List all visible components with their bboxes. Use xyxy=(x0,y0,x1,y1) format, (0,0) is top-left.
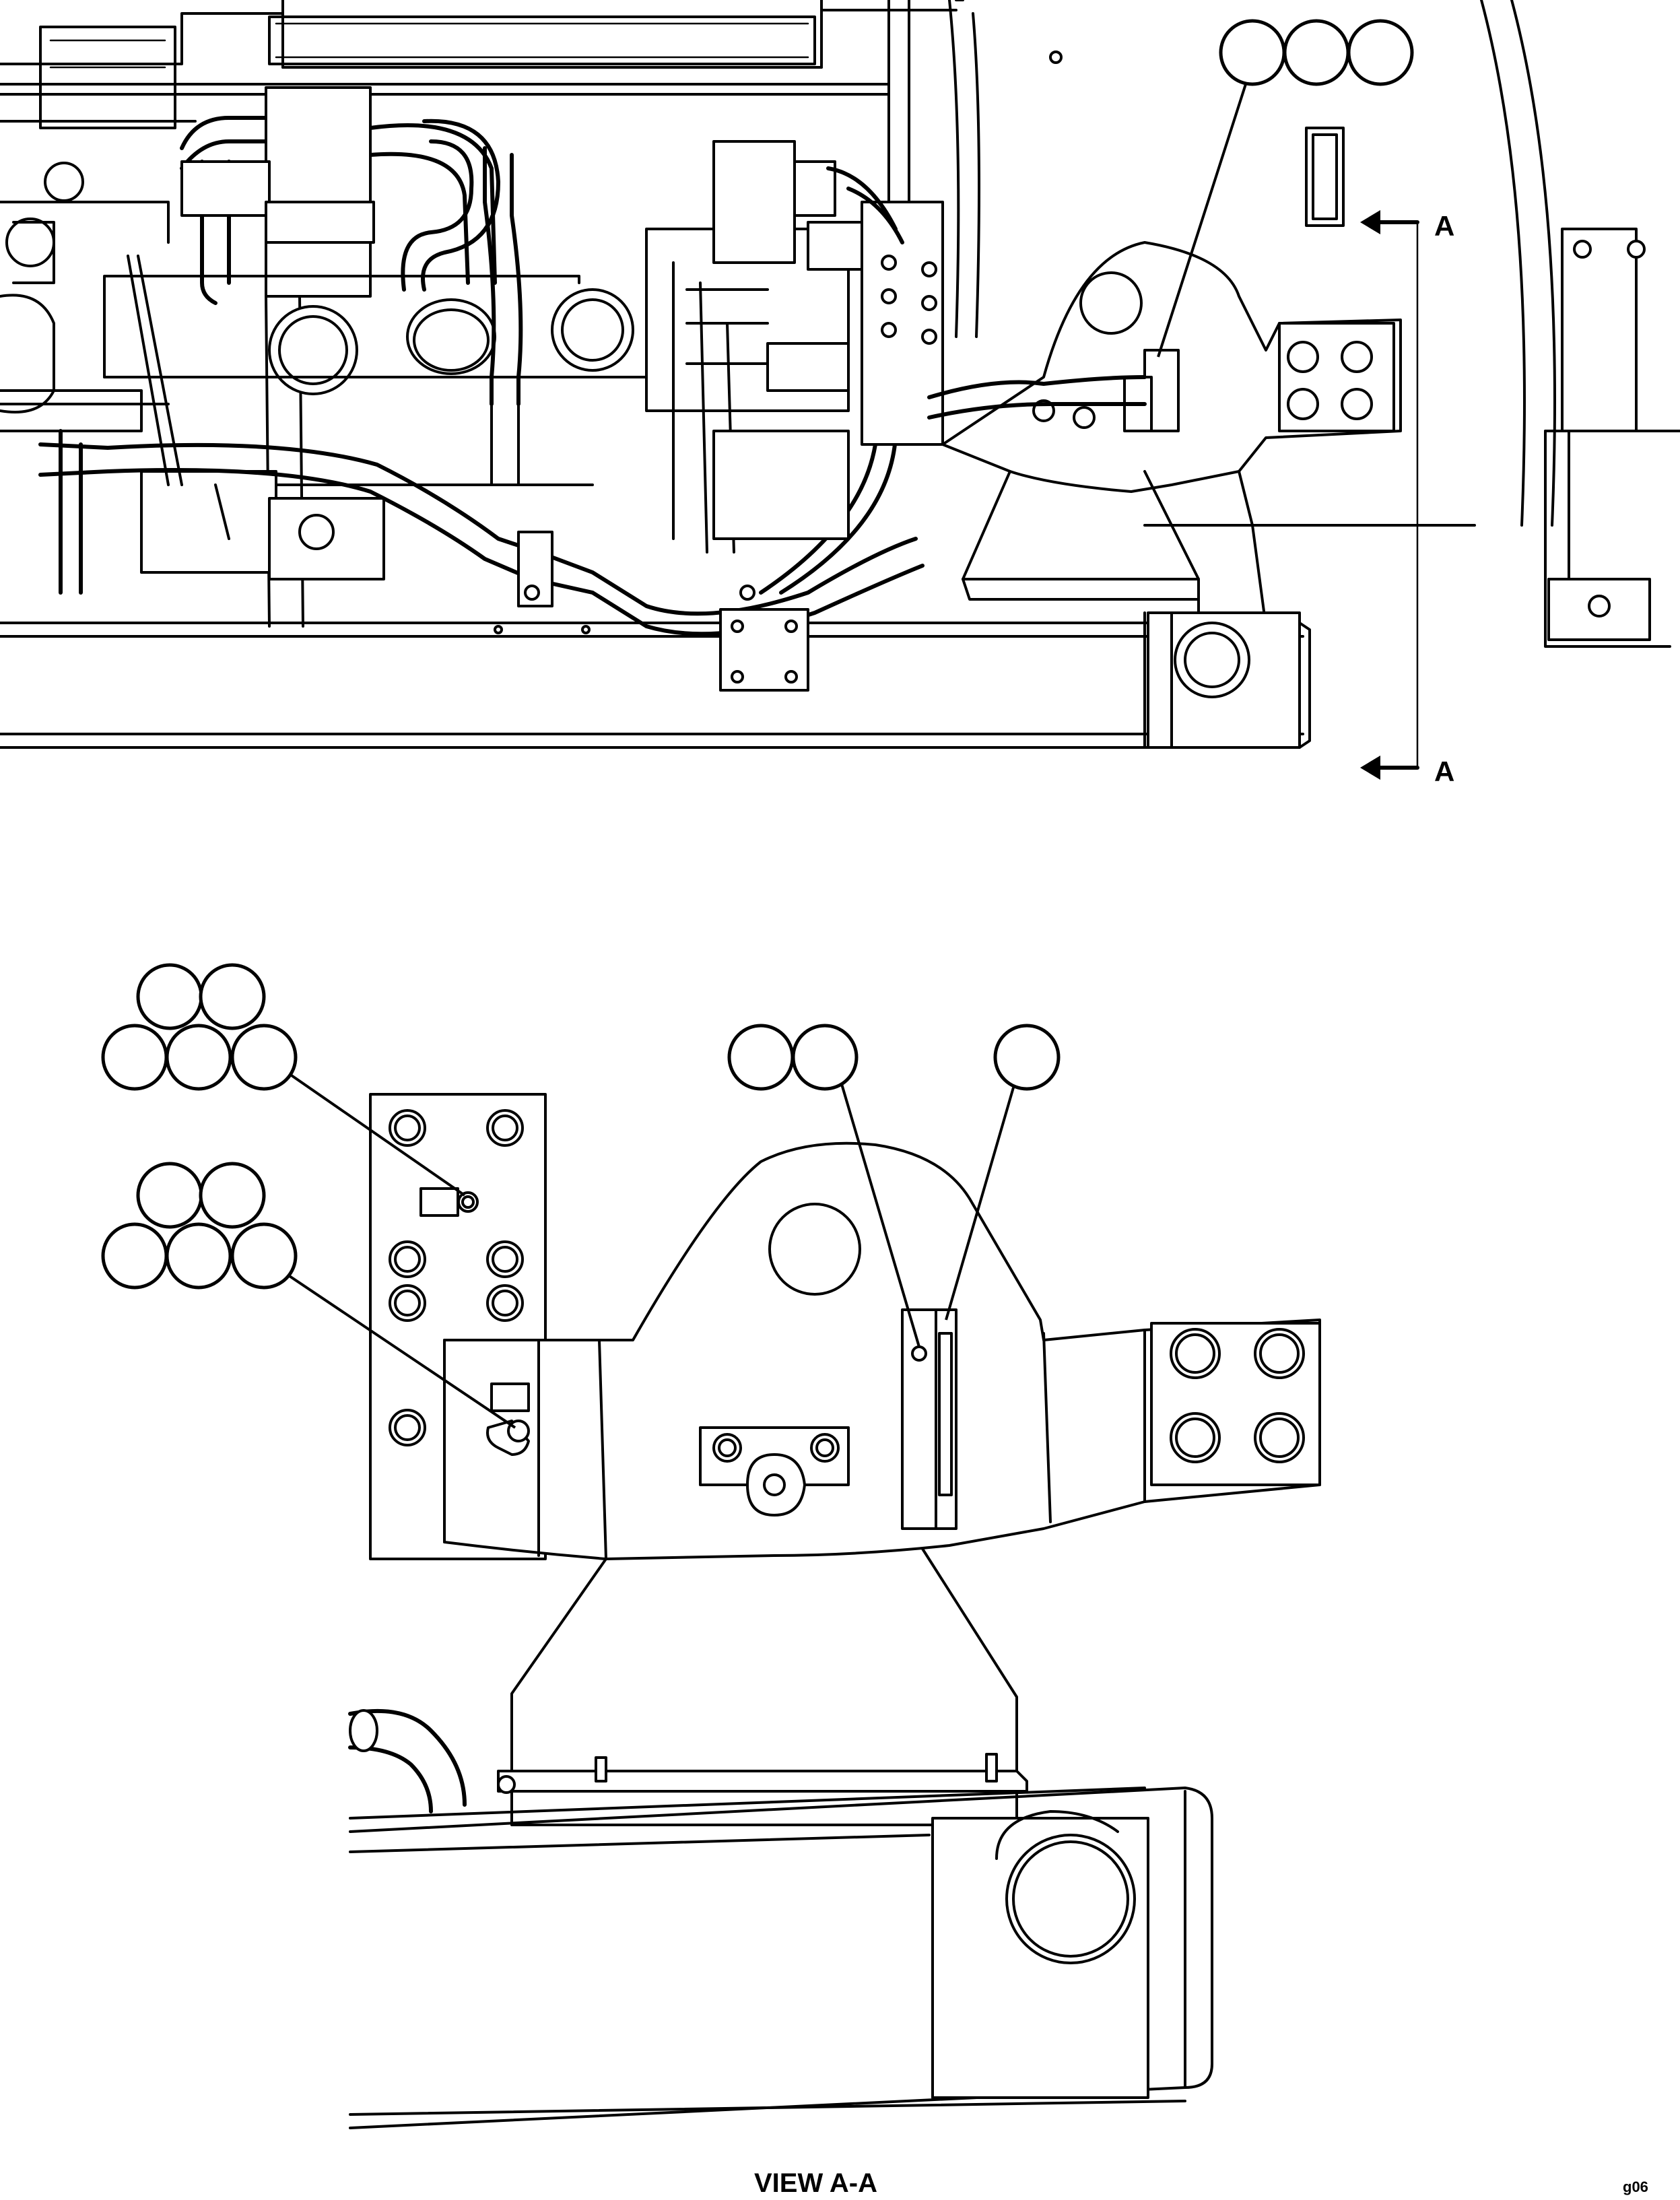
callout-balloon xyxy=(199,1162,266,1229)
sheet-code: g06 xyxy=(1623,2178,1648,2195)
callout-balloon xyxy=(136,963,203,1030)
callout-balloon xyxy=(101,1222,168,1290)
callout-balloon xyxy=(1283,19,1350,86)
view-label: VIEW A-A xyxy=(754,2168,877,2198)
callout-balloon xyxy=(230,1024,298,1091)
section-marker-top: A xyxy=(1434,210,1454,242)
callout-balloon xyxy=(727,1024,795,1091)
callout-balloon xyxy=(101,1024,168,1091)
callout-balloon xyxy=(136,1162,203,1229)
callout-balloon xyxy=(1219,19,1286,86)
callout-balloon xyxy=(993,1024,1061,1091)
callout-balloon xyxy=(230,1222,298,1290)
section-view-a-a xyxy=(101,963,1321,2129)
callout-balloon xyxy=(165,1024,232,1091)
callout-balloon xyxy=(199,963,266,1030)
callout-balloon xyxy=(1347,19,1414,86)
top-engine-view: A A xyxy=(0,0,1680,787)
callout-balloon xyxy=(165,1222,232,1290)
callout-balloon xyxy=(791,1024,859,1091)
section-marker-bottom: A xyxy=(1434,756,1454,787)
